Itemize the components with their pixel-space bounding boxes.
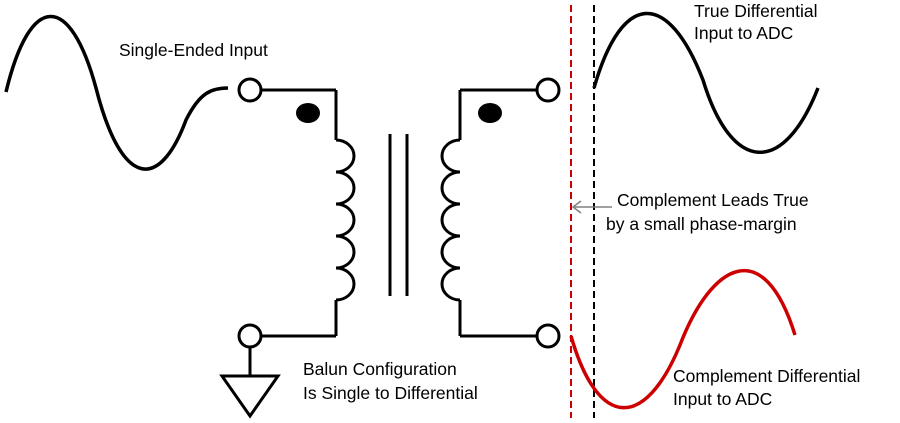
secondary-winding	[440, 88, 536, 338]
ground-icon	[219, 347, 281, 419]
primary-top-terminal	[237, 77, 263, 103]
complement-differential-sine-wave	[569, 268, 797, 410]
arrow-left-icon	[571, 200, 612, 214]
primary-polarity-dot	[296, 103, 320, 123]
single-ended-input-label: Single-Ended Input	[119, 40, 268, 60]
primary-bottom-terminal	[237, 323, 263, 349]
complement-label-line2: Input to ADC	[673, 389, 772, 409]
true-differential-sine-wave	[592, 11, 820, 154]
secondary-bottom-terminal	[535, 323, 561, 349]
phase-note-line1: Complement Leads True	[617, 190, 809, 210]
true-diff-label-line1: True Differential	[694, 1, 818, 21]
single-ended-sine-wave	[4, 14, 229, 171]
complement-label-line1: Complement Differential	[673, 366, 860, 386]
primary-winding	[262, 88, 356, 338]
secondary-polarity-dot	[478, 103, 502, 123]
transformer-core	[388, 134, 409, 296]
true-diff-label-line2: Input to ADC	[694, 23, 793, 43]
phase-note-line2: by a small phase-margin	[606, 214, 797, 234]
secondary-top-terminal	[535, 77, 561, 103]
balun-label-line2: Is Single to Differential	[303, 383, 478, 403]
balun-label-line1: Balun Configuration	[303, 359, 457, 379]
